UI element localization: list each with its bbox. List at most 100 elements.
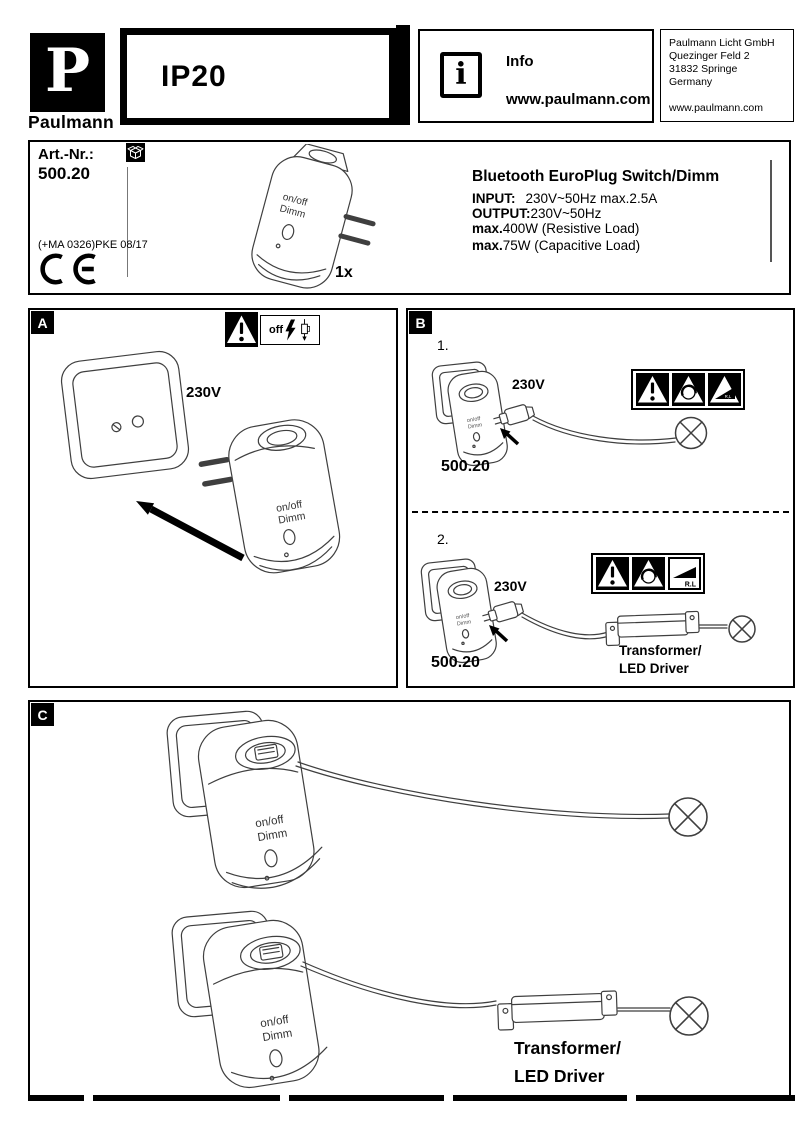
info-icon-glyph: i bbox=[455, 57, 467, 92]
product-illustration: on/off Dimm bbox=[251, 144, 376, 289]
spec-row: max.75W (Capacitive Load) bbox=[472, 237, 772, 254]
ramp-label: R.L bbox=[684, 582, 696, 589]
step-number: 1. bbox=[437, 337, 449, 353]
ip-rating: IP20 bbox=[161, 59, 227, 93]
paulmann-logo: P bbox=[30, 33, 105, 112]
bottom-rule-segment bbox=[453, 1095, 627, 1101]
lightning-icon bbox=[285, 318, 296, 341]
device-button bbox=[269, 1049, 283, 1068]
address-line: Quezinger Feld 2 bbox=[669, 50, 750, 62]
transformer bbox=[605, 610, 700, 647]
warning-triangle-icon bbox=[635, 373, 669, 406]
wall-switch bbox=[60, 350, 190, 480]
address-line: Paulmann Licht GmbH bbox=[669, 37, 775, 49]
bottom-rule-segment bbox=[93, 1095, 280, 1101]
spec-value: 230V~50Hz bbox=[530, 205, 602, 221]
article-number-label: Art.-Nr.: bbox=[38, 146, 94, 163]
spec-value: 230V~50Hz max.2.5A bbox=[525, 191, 658, 206]
plug-device: on/off Dimm bbox=[198, 419, 341, 574]
step2-illustration: on/off Dimm bbox=[420, 558, 756, 664]
spec-block: Bluetooth EuroPlug Switch/Dimm INPUT:230… bbox=[472, 168, 772, 253]
load-type-icons-step1: R,L bbox=[631, 369, 745, 410]
socket-opening bbox=[257, 424, 307, 451]
spec-label: max. bbox=[472, 237, 503, 253]
direction-arrow bbox=[489, 625, 509, 643]
warning-triangle-icon bbox=[225, 312, 258, 347]
product-title: Bluetooth EuroPlug Switch/Dimm bbox=[472, 168, 720, 185]
brand-name: Paulmann bbox=[28, 112, 115, 132]
transformer bbox=[497, 990, 618, 1031]
device-label: Dimm bbox=[457, 619, 473, 627]
power-cable bbox=[295, 761, 670, 819]
device-label: on/off bbox=[254, 814, 285, 830]
step-separator bbox=[412, 511, 789, 513]
plug-device: on/off Dimm bbox=[251, 144, 376, 289]
direction-arrow bbox=[136, 501, 245, 562]
package-icon bbox=[126, 143, 145, 162]
article-number: 500.20 bbox=[431, 654, 480, 671]
bottom-rule-segment bbox=[289, 1095, 444, 1101]
section-a-illustration: on/off Dimm bbox=[60, 350, 341, 574]
euro-pin bbox=[198, 456, 230, 467]
dimmer-icon bbox=[671, 373, 705, 406]
device-label: Dimm bbox=[257, 828, 289, 845]
section-c-label: C bbox=[31, 703, 54, 726]
product-box: Art.-Nr.: 500.20 (+MA 0326)PKE 08/17 bbox=[28, 140, 791, 295]
power-cable bbox=[532, 415, 677, 445]
lamp-plug-connector bbox=[482, 601, 525, 623]
switch-off-box: off bbox=[260, 314, 320, 345]
spec-value: 400W (Resistive Load) bbox=[502, 221, 640, 236]
plug-device: on/off Dimm bbox=[202, 919, 328, 1089]
spec-label: OUTPUT: bbox=[472, 205, 531, 221]
bottom-rule-segment bbox=[28, 1095, 84, 1101]
device-body bbox=[251, 156, 353, 289]
info-label: Info bbox=[506, 53, 534, 70]
euro-pin bbox=[202, 476, 234, 487]
leading-edge-dimmer-icon: R,L bbox=[707, 373, 741, 406]
plug-device: on/off Dimm bbox=[436, 567, 497, 664]
article-number: 500.20 bbox=[38, 164, 90, 183]
address-line: 31832 Springe bbox=[669, 63, 738, 75]
device-label: on/off bbox=[455, 613, 470, 621]
section-a-label: A bbox=[31, 311, 54, 334]
euro-pin bbox=[338, 233, 371, 246]
section-b-label: B bbox=[409, 311, 432, 334]
address-line: Germany bbox=[669, 76, 713, 88]
header-divider-bar bbox=[396, 25, 410, 125]
lamp-plug-connector bbox=[493, 404, 536, 426]
logo-letter: P bbox=[44, 35, 91, 106]
warning-triangle-icon bbox=[595, 557, 629, 590]
euro-pin bbox=[343, 214, 376, 227]
device-led bbox=[275, 243, 281, 249]
device-label: on/off bbox=[259, 1014, 290, 1030]
quantity: 1x bbox=[335, 264, 353, 281]
device-label: on/off bbox=[466, 416, 481, 424]
lamp-symbol bbox=[669, 996, 709, 1036]
socket-opening bbox=[458, 383, 489, 403]
ce-mark-icon bbox=[40, 253, 96, 285]
transformer-label: LED Driver bbox=[514, 1066, 605, 1086]
device-button bbox=[283, 529, 296, 546]
off-label: off bbox=[268, 323, 284, 336]
lamp-symbol bbox=[674, 416, 708, 450]
voltage-label: 230V bbox=[494, 578, 527, 594]
spec-value: 75W (Capacitive Load) bbox=[502, 237, 641, 253]
section-b-box: B 1. on/off Dimm bbox=[406, 308, 795, 688]
dimmer-icon bbox=[631, 557, 665, 590]
device-label: Dimm bbox=[262, 1028, 294, 1045]
spec-row: INPUT:230V~50Hz max.2.5A bbox=[472, 191, 772, 207]
step1-illustration: on/off Dimm bbox=[431, 361, 708, 467]
batch-code: (+MA 0326)PKE 08/17 bbox=[38, 239, 148, 251]
transformer-label: Transformer/ bbox=[514, 1038, 621, 1058]
spec-row: OUTPUT:230V~50Hz bbox=[472, 205, 772, 222]
address-url: www.paulmann.com bbox=[669, 102, 763, 114]
direction-arrow bbox=[500, 428, 520, 446]
leading-edge-load-icon: R.L bbox=[667, 557, 701, 590]
fuse-icon bbox=[301, 318, 310, 341]
device-label: on/off bbox=[275, 498, 303, 514]
power-cable bbox=[300, 961, 497, 1009]
ramp-label: R,L bbox=[724, 394, 731, 399]
bottom-rule-segment bbox=[636, 1095, 795, 1101]
device-button bbox=[264, 849, 278, 868]
spec-divider bbox=[770, 160, 772, 262]
